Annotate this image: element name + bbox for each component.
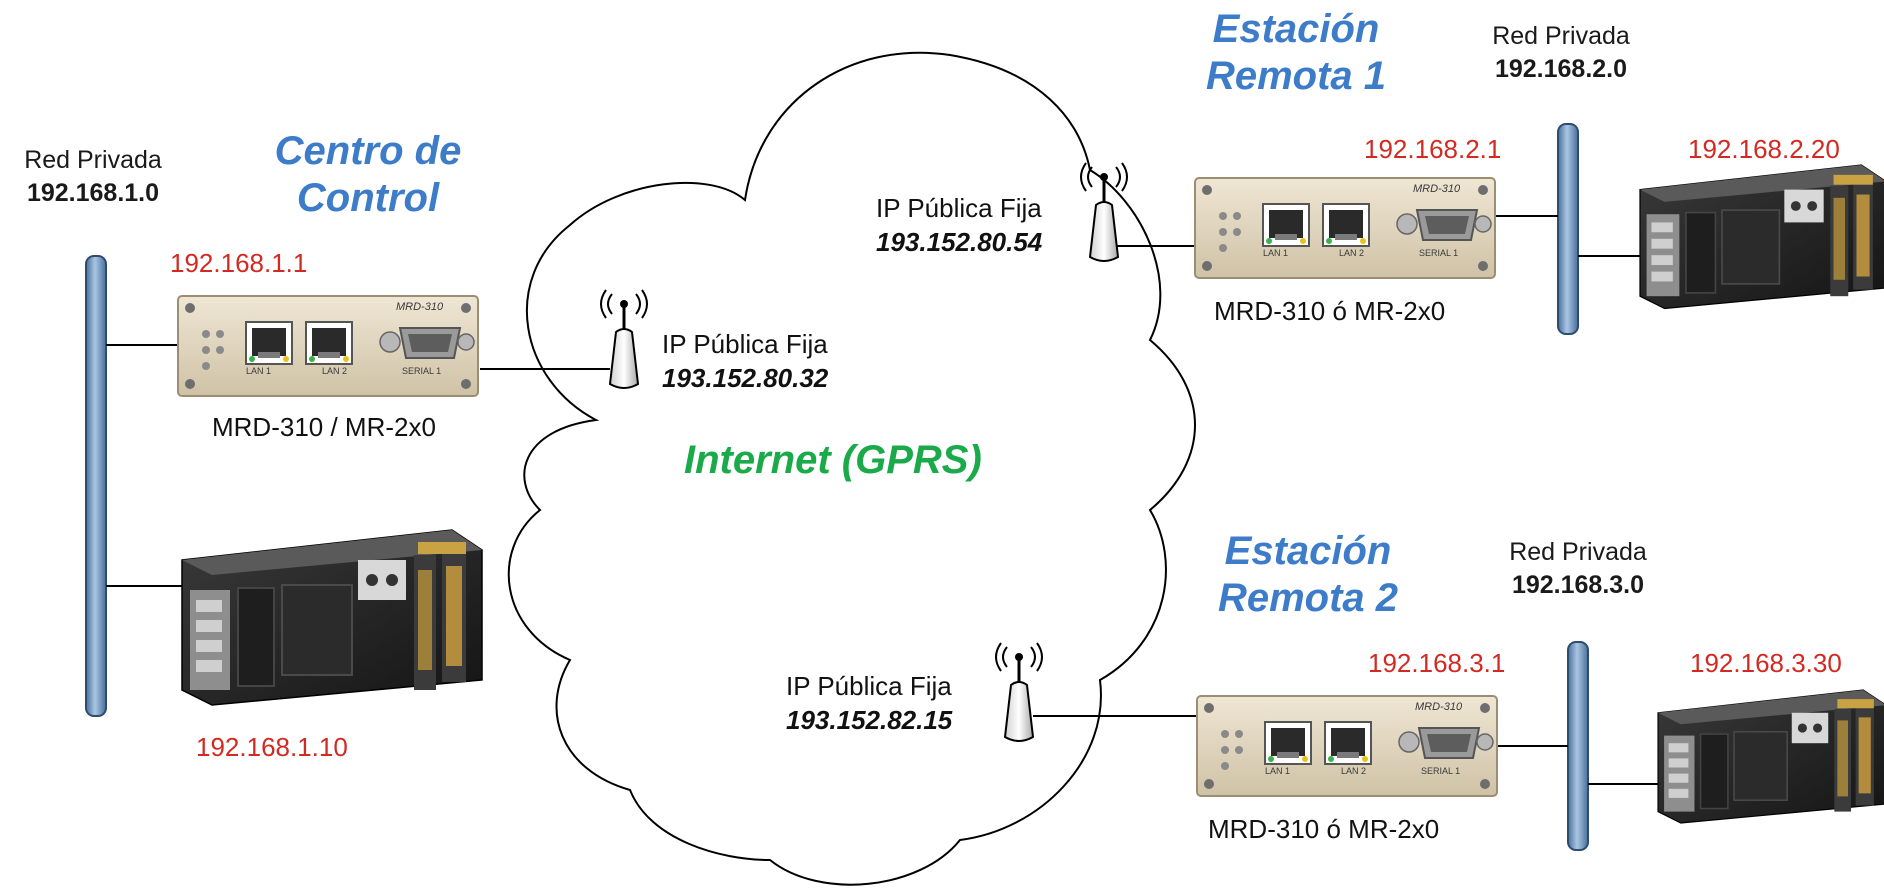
- center-title-line1: Centro de: [274, 129, 462, 173]
- remote1-public-label: IP Pública Fija: [876, 193, 1042, 223]
- cloud-icon: [507, 51, 1196, 886]
- router-lan1-label: LAN 1: [1265, 766, 1290, 776]
- center-public-ip: 193.152.80.32: [662, 362, 829, 393]
- network-bus-icon: [1557, 123, 1579, 335]
- center-network-label: Red Privada 192.168.1.0: [8, 144, 178, 209]
- router-serial-label: SERIAL 1: [1419, 248, 1458, 258]
- remote2-title-line1: Estación: [1224, 529, 1392, 573]
- remote2-public-label: IP Pública Fija: [786, 671, 952, 701]
- remote1-router-model: MRD-310 ó MR-2x0: [1214, 296, 1446, 326]
- center-router-model: MRD-310 / MR-2x0: [212, 412, 436, 442]
- router-brand-label: MRD-310: [1413, 183, 1461, 195]
- remote2-network-label: Red Privada 192.168.3.0: [1478, 536, 1678, 601]
- router-serial-label: SERIAL 1: [402, 366, 441, 376]
- center-public-label: IP Pública Fija: [662, 329, 828, 359]
- remote2-router-model: MRD-310 ó MR-2x0: [1208, 814, 1440, 844]
- network-bus-icon: [1567, 641, 1589, 851]
- remote2-network-address: 192.168.3.0: [1511, 570, 1645, 599]
- router-lan2-label: LAN 2: [1341, 766, 1366, 776]
- remote2-network-name: Red Privada: [1509, 538, 1647, 566]
- remote2-public-ip: 193.152.82.15: [786, 704, 953, 735]
- remote1-title: Estación Remota 1: [1176, 6, 1416, 100]
- center-public-ip-block: IP Pública Fija 193.152.80.32: [662, 328, 828, 396]
- internet-label: Internet (GPRS): [684, 438, 982, 482]
- remote1-public-ip: 193.152.80.54: [876, 226, 1043, 257]
- remote1-network-address: 192.168.2.0: [1494, 54, 1628, 83]
- remote1-public-ip-block: IP Pública Fija 193.152.80.54: [876, 192, 1042, 260]
- router-lan1-label: LAN 1: [1263, 248, 1288, 258]
- router-lan1-label: LAN 1: [246, 366, 271, 376]
- center-title: Centro de Control: [238, 128, 498, 222]
- router-panel-labels: LAN 1 LAN 2 SERIAL 1 MRD-310 LAN 1 LAN 2…: [246, 183, 1463, 776]
- plc-icon: [1657, 689, 1884, 824]
- center-network-address: 192.168.1.0: [26, 178, 160, 207]
- plc-icon: [1639, 164, 1884, 310]
- center-network-name: Red Privada: [24, 146, 162, 174]
- center-title-line2: Control: [296, 176, 440, 221]
- remote1-plc-ip: 192.168.2.20: [1688, 134, 1840, 164]
- remote1-network-name: Red Privada: [1492, 22, 1630, 50]
- remote2-router-ip: 192.168.3.1: [1368, 648, 1506, 678]
- remote2-plc-ip: 192.168.3.30: [1690, 648, 1842, 678]
- router-brand-label: MRD-310: [396, 301, 444, 313]
- network-bus-icon: [85, 255, 107, 717]
- center-router-ip: 192.168.1.1: [170, 248, 308, 278]
- remote2-public-ip-block: IP Pública Fija 193.152.82.15: [786, 670, 952, 738]
- remote2-title-line2: Remota 2: [1217, 576, 1399, 621]
- remote1-router-ip: 192.168.2.1: [1364, 134, 1502, 164]
- remote1-title-line2: Remota 1: [1205, 54, 1387, 99]
- remote1-network-label: Red Privada 192.168.2.0: [1466, 20, 1656, 85]
- center-plc-ip: 192.168.1.10: [196, 732, 348, 762]
- router-lan2-label: LAN 2: [322, 366, 347, 376]
- remote1-title-line1: Estación: [1212, 7, 1380, 51]
- router-brand-label: MRD-310: [1415, 701, 1463, 713]
- remote2-title: Estación Remota 2: [1188, 528, 1428, 622]
- plc-icon: [181, 529, 483, 706]
- router-serial-label: SERIAL 1: [1421, 766, 1460, 776]
- router-lan2-label: LAN 2: [1339, 248, 1364, 258]
